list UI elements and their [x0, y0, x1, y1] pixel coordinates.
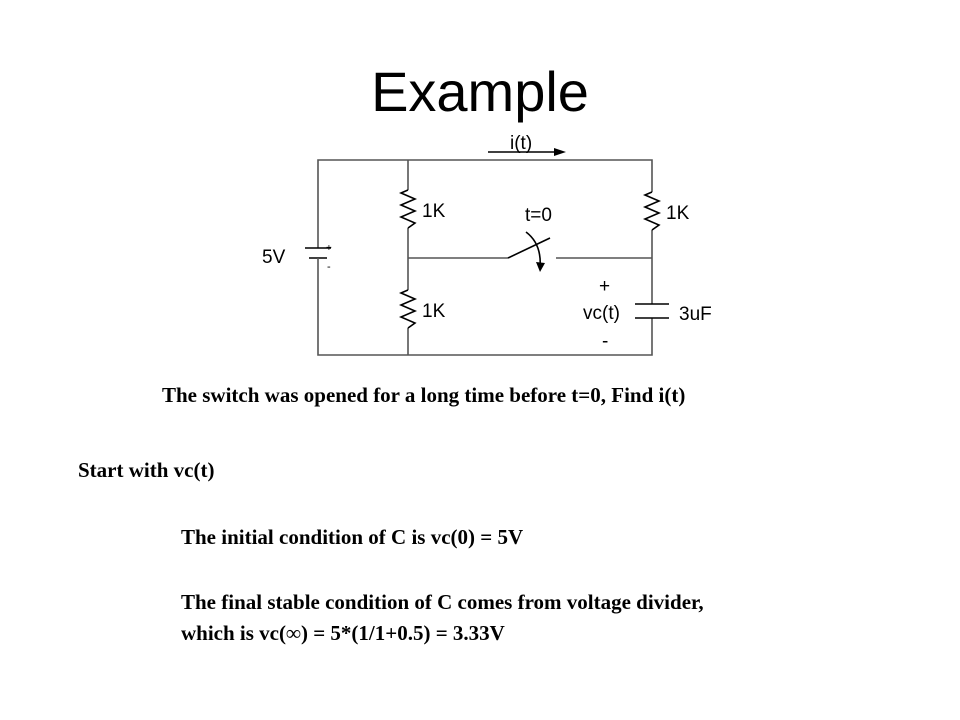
resistor-top-left	[398, 189, 418, 229]
source-plus: +	[326, 243, 332, 254]
final-condition-line-2: which is vc(∞) = 5*(1/1+0.5) = 3.33V	[181, 621, 505, 645]
initial-condition: The initial condition of C is vc(0) = 5V	[181, 525, 524, 549]
switch-label: t=0	[525, 205, 552, 226]
switch-blade	[507, 237, 551, 259]
wire-left-top	[317, 159, 653, 248]
r-bottom-left-label: 1K	[422, 301, 446, 322]
cap-value-label: 3uF	[679, 304, 712, 325]
source-label: 5V	[262, 247, 286, 268]
cap-minus: -	[602, 331, 608, 352]
problem-statement: The switch was opened for a long time be…	[162, 383, 686, 407]
source-minus: -	[327, 261, 331, 273]
current-arrow-head	[554, 148, 566, 156]
cap-plus: +	[599, 276, 610, 297]
start-step: Start with vc(t)	[78, 458, 215, 482]
r-top-left-label: 1K	[422, 201, 446, 222]
slide-title: Example	[371, 60, 589, 123]
cap-voltage-label: vc(t)	[583, 303, 620, 324]
wire-left-bottom	[317, 272, 653, 356]
r-right-label: 1K	[666, 203, 690, 224]
switch-arrow-head	[536, 262, 545, 272]
resistor-bottom-left	[398, 289, 418, 329]
resistor-right	[642, 191, 662, 231]
current-label: i(t)	[510, 133, 532, 154]
final-condition-line-1: The final stable condition of C comes fr…	[181, 590, 704, 614]
